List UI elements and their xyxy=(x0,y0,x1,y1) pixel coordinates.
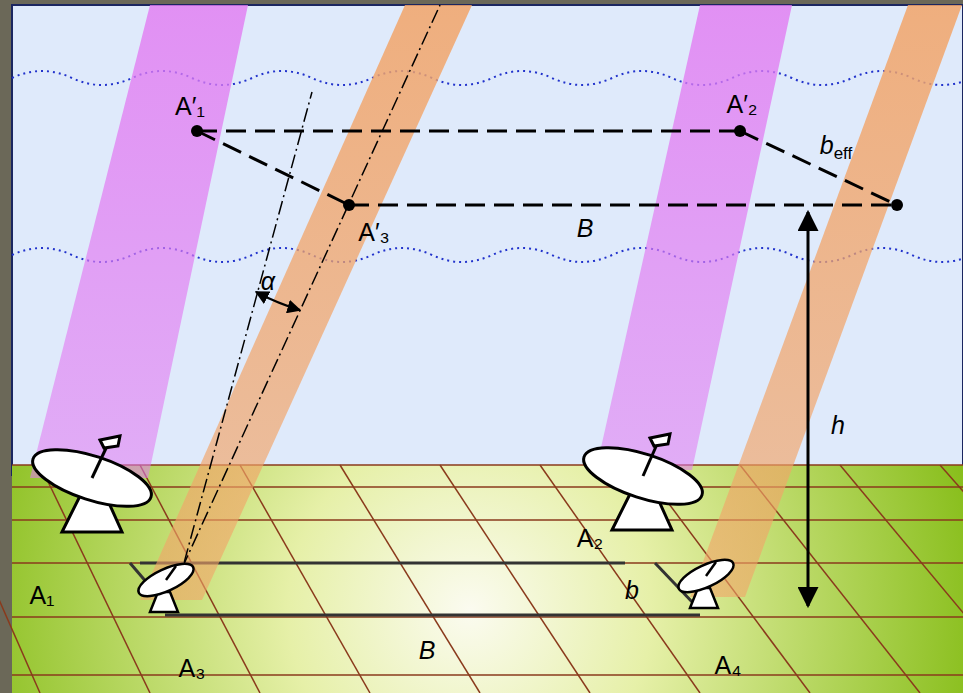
projected-baseline xyxy=(197,131,897,205)
projected-point xyxy=(191,125,903,211)
diagram-label: A′₃ xyxy=(358,220,390,245)
diagram-label: A₁ xyxy=(29,583,54,608)
diagram-label: A′₂ xyxy=(726,92,757,117)
large-antenna xyxy=(577,434,709,530)
signal-beam xyxy=(30,5,248,478)
small-antenna xyxy=(674,553,738,608)
diagram-label: h xyxy=(831,413,845,438)
diagram-label: A₄ xyxy=(715,653,742,678)
diagram-label: B xyxy=(577,216,594,241)
height-arrow xyxy=(807,212,810,606)
angle-arc xyxy=(256,292,300,310)
diagram-label: α xyxy=(261,269,275,294)
reference-line xyxy=(172,5,440,590)
diagram-label: A₃ xyxy=(179,656,206,681)
baseline-lines xyxy=(130,563,700,615)
large-antenna xyxy=(26,436,158,532)
diagram-label: B xyxy=(419,638,436,663)
diagram-label: b xyxy=(625,578,639,603)
signal-beam xyxy=(140,5,472,600)
diagram-label: A′₁ xyxy=(175,94,205,119)
small-antenna xyxy=(134,557,198,612)
diagram-label: beff xyxy=(820,133,853,162)
ground-plane xyxy=(12,465,963,693)
diagram-label: A₂ xyxy=(577,526,603,551)
signal-beam xyxy=(690,5,962,597)
